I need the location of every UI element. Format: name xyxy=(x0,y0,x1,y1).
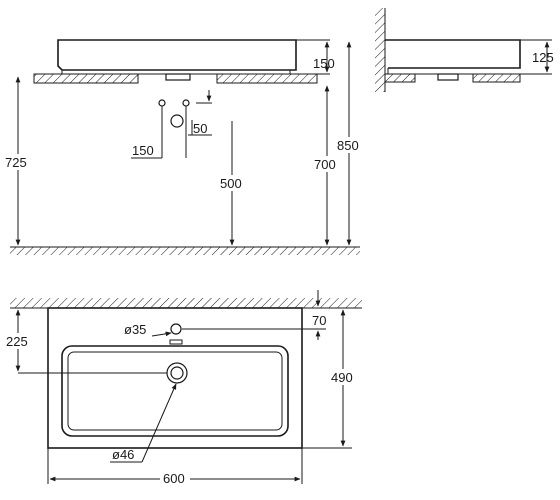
hatch-floor-pattern xyxy=(10,247,360,255)
hatch-wall-pattern xyxy=(375,8,385,92)
side-view: 725 150 850 700 500 50 150 xyxy=(2,39,362,255)
dim-725-bg xyxy=(2,154,32,170)
dim-150-label: 150 xyxy=(313,56,335,71)
dim-490-label: 490 xyxy=(331,370,353,385)
dim-225-bg xyxy=(3,333,33,349)
dim-700-bg xyxy=(312,156,340,172)
detail-waste-outlet xyxy=(437,73,459,81)
basin-side-body xyxy=(57,39,297,71)
dim-700-label: 700 xyxy=(314,157,336,172)
waste-outlet-inner xyxy=(170,366,184,380)
dim-70-label: 70 xyxy=(312,313,326,328)
waste-outlet-body xyxy=(165,73,191,81)
dim-850-label: 850 xyxy=(337,138,359,153)
dim-150-tap-label: 150 xyxy=(132,143,154,158)
plan-view: ø35 70 225 490 ø46 600 xyxy=(3,290,362,486)
dim-d46-label: ø46 xyxy=(112,447,134,462)
dim-500-label: 500 xyxy=(220,176,242,191)
detail-view: 125 xyxy=(375,8,554,92)
detail-counter-right xyxy=(472,73,521,83)
tap-hole xyxy=(170,323,182,335)
dim-600-bg xyxy=(160,470,190,486)
pipe-connection-right xyxy=(182,99,190,107)
pipe-connection-left xyxy=(158,99,166,107)
dim-225-label: 225 xyxy=(6,334,28,349)
detail-counter-left xyxy=(384,73,416,83)
dim-850-bg xyxy=(334,137,362,153)
basin-plan-inner-rim xyxy=(67,351,283,431)
counter-right xyxy=(216,73,318,84)
dim-600-label: 600 xyxy=(163,471,185,486)
dim-d46-leader xyxy=(141,383,177,463)
dim-490-bg xyxy=(328,369,358,385)
hatch-wall-top-pattern xyxy=(10,298,362,308)
dim-d35-label: ø35 xyxy=(124,322,146,337)
dim-500-bg xyxy=(218,175,246,191)
waste-pipe-circle xyxy=(170,114,184,128)
dim-125-label: 125 xyxy=(532,50,554,65)
dim-d35-leader xyxy=(151,331,172,337)
overflow-slot xyxy=(169,339,183,345)
dim-725-label: 725 xyxy=(5,155,27,170)
basin-plan-inner-bowl xyxy=(61,345,289,437)
basin-detail-body xyxy=(385,39,521,69)
dim-50-label: 50 xyxy=(193,121,207,136)
basin-plan-outer xyxy=(47,307,303,449)
counter-left xyxy=(33,73,139,84)
